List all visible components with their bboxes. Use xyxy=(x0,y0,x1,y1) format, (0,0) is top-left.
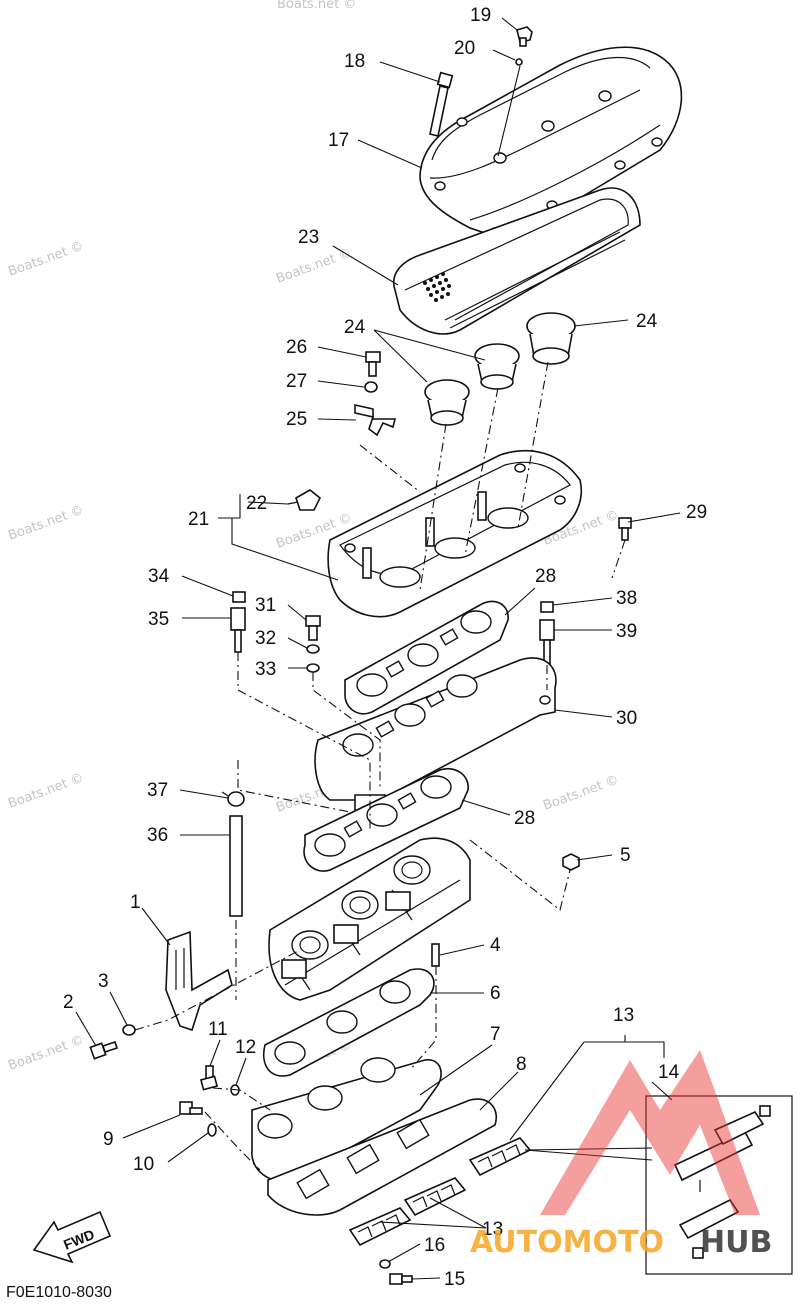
callout-24: 24 xyxy=(344,317,366,338)
callout-14: 14 xyxy=(658,1062,680,1083)
callout-38: 38 xyxy=(616,588,637,609)
part-1-bracket xyxy=(165,930,233,1032)
logo-text-left: AUTOMOTO xyxy=(470,1225,664,1260)
callout-17: 17 xyxy=(328,130,349,151)
part-10-ring xyxy=(207,1123,217,1137)
carburetor-assembly xyxy=(268,837,471,1001)
callout-35: 35 xyxy=(148,609,169,630)
part-28-gasket-lower xyxy=(303,768,469,872)
diagram-code: F0E1010-8030 xyxy=(6,1284,112,1301)
part-39-stud xyxy=(539,619,555,665)
automotohub-logo: AUTOMOTO HUB xyxy=(470,1050,772,1260)
callout-24: 24 xyxy=(636,311,658,332)
watermark: Boats.net © xyxy=(541,773,621,814)
part-35-stud xyxy=(230,607,246,653)
watermark: Boats.net © xyxy=(6,771,86,812)
watermark: Boats.net © xyxy=(277,0,356,12)
callout-37: 37 xyxy=(147,780,168,801)
callout-4: 4 xyxy=(490,935,501,956)
callout-15: 15 xyxy=(444,1269,465,1290)
callout-28: 28 xyxy=(535,566,556,587)
callout-8: 8 xyxy=(516,1054,527,1075)
callout-29: 29 xyxy=(686,502,707,523)
part-37-clamp xyxy=(221,791,245,807)
callout-32: 32 xyxy=(255,628,276,649)
watermark: Boats.net © xyxy=(6,1033,86,1074)
callout-20: 20 xyxy=(454,38,475,59)
callout-36: 36 xyxy=(147,825,168,846)
watermark: Boats.net © xyxy=(6,239,86,280)
part-6-gasket xyxy=(263,968,435,1077)
part-19-bolt xyxy=(516,26,533,47)
callout-28: 28 xyxy=(514,808,535,829)
part-33-washer xyxy=(306,663,320,673)
part-9-bolt xyxy=(179,1101,203,1115)
watermark: Boats.net © xyxy=(6,503,86,544)
part-20-washer xyxy=(515,58,523,66)
part-32-washer xyxy=(306,644,320,654)
leader-lines xyxy=(75,17,681,1280)
callout-13: 13 xyxy=(482,1219,503,1240)
part-11-bolt xyxy=(199,1065,219,1091)
callout-16: 16 xyxy=(424,1235,445,1256)
fwd-arrow: FWD xyxy=(32,1210,112,1264)
part-30-adapter-plate xyxy=(314,657,557,814)
part-21-intake-box xyxy=(327,449,582,618)
part-25-bracket xyxy=(354,404,397,437)
part-38-nut xyxy=(540,601,554,613)
part-28-gasket-upper xyxy=(344,600,509,715)
callout-19: 19 xyxy=(470,5,491,26)
callout-39: 39 xyxy=(616,621,637,642)
callout-7: 7 xyxy=(490,1024,501,1045)
callout-10: 10 xyxy=(133,1154,154,1175)
callout-23: 23 xyxy=(298,227,319,248)
part-13-reed-valves xyxy=(348,1137,532,1247)
callout-18: 18 xyxy=(344,51,365,72)
part-26-bolt xyxy=(365,351,381,377)
part-36-hose xyxy=(229,815,243,917)
part-23-plate xyxy=(393,187,641,335)
callout-22: 22 xyxy=(246,493,267,514)
callout-30: 30 xyxy=(616,708,637,729)
callout-25: 25 xyxy=(286,409,307,430)
part-31-bolt xyxy=(305,615,321,641)
part-3-washer xyxy=(122,1024,136,1036)
inset-detail-14 xyxy=(645,1095,793,1275)
callout-12: 12 xyxy=(235,1037,256,1058)
logo-text-right: HUB xyxy=(700,1225,772,1260)
part-34-nut xyxy=(232,591,246,603)
callout-13: 13 xyxy=(613,1005,634,1026)
callout-5: 5 xyxy=(620,845,631,866)
callout-34: 34 xyxy=(148,566,170,587)
callout-27: 27 xyxy=(286,371,307,392)
callout-11: 11 xyxy=(208,1019,228,1040)
part-27-washer xyxy=(364,381,378,393)
callout-labels: 19 20 18 17 23 24 24 26 27 25 22 21 29 3… xyxy=(63,5,707,1290)
callout-21: 21 xyxy=(188,509,209,530)
callout-6: 6 xyxy=(490,983,501,1004)
part-2-bolt xyxy=(89,1040,119,1060)
part-4-stud xyxy=(431,943,440,967)
part-8-plate xyxy=(267,1098,497,1216)
assembly-lines xyxy=(134,361,626,1171)
callout-3: 3 xyxy=(98,971,109,992)
callout-26: 26 xyxy=(286,337,307,358)
part-22-fitting xyxy=(287,489,322,511)
part-18-bolt xyxy=(429,71,454,137)
part-7-manifold xyxy=(251,1057,442,1182)
part-5-nut xyxy=(562,853,580,871)
callout-9: 9 xyxy=(103,1129,114,1150)
part-15-bolt xyxy=(389,1273,413,1285)
callout-31: 31 xyxy=(255,595,276,616)
part-16-washer xyxy=(379,1259,391,1269)
callout-33: 33 xyxy=(255,659,276,680)
callout-2: 2 xyxy=(63,992,74,1013)
part-24-intake-tubes xyxy=(424,312,576,426)
logo-triangle xyxy=(540,1050,760,1215)
callout-1: 1 xyxy=(130,892,141,913)
